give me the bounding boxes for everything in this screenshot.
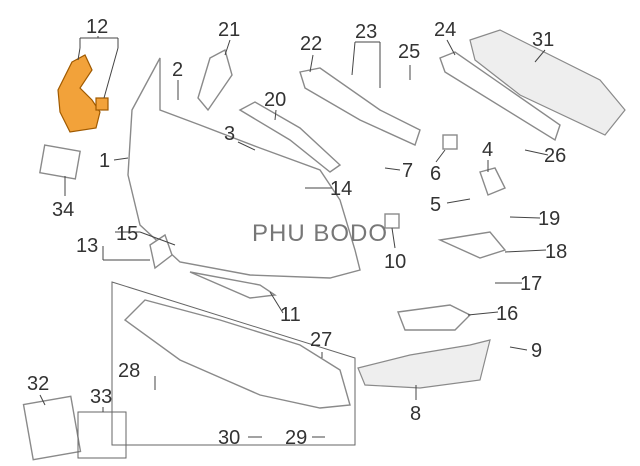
callout-2: 2 <box>172 59 183 81</box>
part-4-bracket <box>479 167 506 196</box>
leader-lines <box>39 36 549 438</box>
part-16-lamp <box>397 304 472 331</box>
part-32-plate-bracket <box>22 395 82 461</box>
callout-labels: 12 21 22 23 25 24 31 2 20 3 1 7 6 4 26 3… <box>27 16 567 449</box>
part-24-absorber <box>439 51 561 142</box>
part-11-trim <box>189 271 277 299</box>
part-21-bracket <box>197 48 233 112</box>
callout-12: 12 <box>86 16 108 38</box>
callout-15: 15 <box>116 223 138 245</box>
callout-22: 22 <box>300 33 322 55</box>
callout-24: 24 <box>434 19 456 41</box>
callout-30: 30 <box>218 427 240 449</box>
part-31-grille <box>469 29 626 136</box>
callout-16: 16 <box>496 303 518 325</box>
callout-5: 5 <box>430 194 441 216</box>
callout-23: 23 <box>355 21 377 43</box>
callout-13: 13 <box>76 235 98 257</box>
part-18-deflector <box>437 231 507 259</box>
callout-31: 31 <box>532 29 554 51</box>
callout-25: 25 <box>398 41 420 63</box>
callout-7: 7 <box>402 160 413 182</box>
part-34-sensor <box>39 144 81 180</box>
watermark: PHU BODO <box>252 220 389 247</box>
callout-8: 8 <box>410 403 421 425</box>
part-6-clip <box>442 134 458 150</box>
callout-19: 19 <box>538 208 560 230</box>
part-33-kit-box <box>77 411 127 459</box>
callout-26: 26 <box>544 145 566 167</box>
callout-4: 4 <box>482 139 493 161</box>
callout-32: 32 <box>27 373 49 395</box>
part-12-clip <box>95 97 109 111</box>
callout-33: 33 <box>90 386 112 408</box>
callout-17: 17 <box>520 273 542 295</box>
callout-14: 14 <box>330 178 352 200</box>
part-27-spoiler <box>123 299 351 409</box>
part-12-bracket <box>57 54 101 133</box>
callout-11: 11 <box>280 304 301 326</box>
callout-18: 18 <box>545 241 567 263</box>
callout-27: 27 <box>310 329 332 351</box>
callout-1: 1 <box>99 150 110 172</box>
callout-3: 3 <box>224 123 235 145</box>
callout-29: 29 <box>285 427 307 449</box>
part-20-grille-trim <box>238 101 342 173</box>
callout-20: 20 <box>264 89 286 111</box>
callout-34: 34 <box>52 199 74 221</box>
callout-6: 6 <box>430 163 441 185</box>
callout-28: 28 <box>118 360 140 382</box>
part-22-reinforcement <box>299 67 421 146</box>
callout-21: 21 <box>218 19 240 41</box>
part-1-bumper-cover <box>127 57 361 279</box>
part-27-kit-box <box>111 281 356 446</box>
part-8-lower-grille <box>357 339 491 389</box>
part-15-cover <box>149 233 173 270</box>
callout-10: 10 <box>384 251 406 273</box>
callout-9: 9 <box>531 340 542 362</box>
